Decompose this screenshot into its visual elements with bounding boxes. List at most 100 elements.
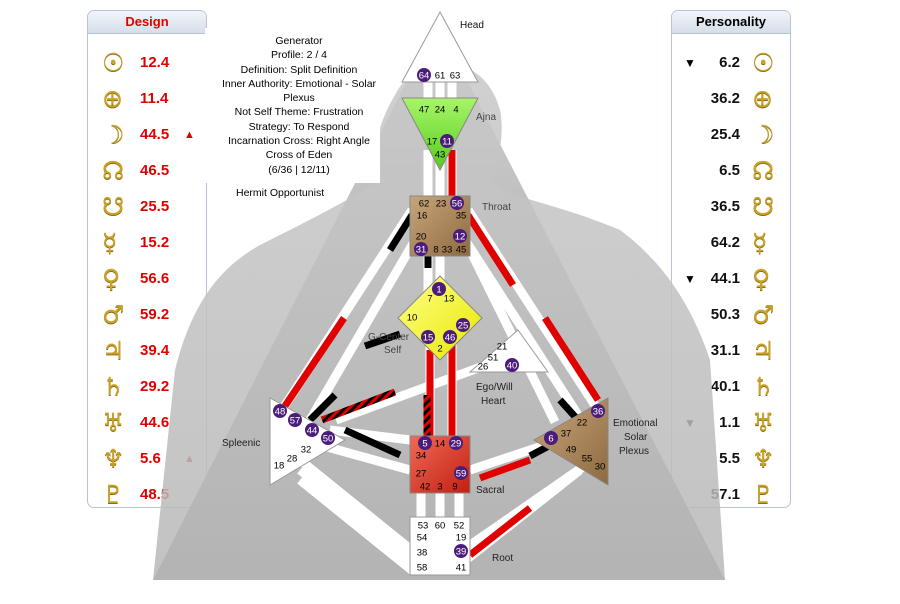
design-gate-value: 15.2 xyxy=(140,234,170,251)
earth-icon: ⊕ xyxy=(752,84,773,113)
design-row: ♆5.6▲ xyxy=(88,441,206,477)
gate-48: 48 xyxy=(275,407,286,418)
gate-20: 20 xyxy=(416,232,427,243)
gate-45: 45 xyxy=(456,245,467,256)
gate-activation-marker xyxy=(440,134,454,148)
gate-50: 50 xyxy=(323,434,334,445)
personality-gate-value: 44.1 xyxy=(710,270,740,287)
head-label: Head xyxy=(460,20,484,31)
gate-13: 13 xyxy=(444,294,455,305)
gate-39: 39 xyxy=(456,547,467,558)
root-label: Root xyxy=(492,553,513,564)
sun-icon: ☉ xyxy=(102,48,125,77)
chart-info-line: Plexus xyxy=(283,92,315,105)
gate-activation-marker xyxy=(450,196,464,210)
gate-25: 25 xyxy=(458,321,469,332)
gate-26: 26 xyxy=(478,362,489,373)
design-panel: Design ☉12.4⊕11.4☽44.5▲☊46.5☋25.5☿15.2♀5… xyxy=(87,10,207,508)
gate-32: 32 xyxy=(301,445,312,456)
gate-14: 14 xyxy=(435,439,446,450)
gate-61: 61 xyxy=(435,71,446,82)
design-row: ☊46.5 xyxy=(88,153,206,189)
chart-info-line: Not Self Theme: Frustration xyxy=(234,106,364,119)
gate-47: 47 xyxy=(419,105,430,116)
gate-16: 16 xyxy=(417,211,428,222)
north-node-icon: ☊ xyxy=(752,156,775,185)
jupiter-icon: ♃ xyxy=(752,336,775,365)
gate-40: 40 xyxy=(507,361,518,372)
personality-gate-value: 64.2 xyxy=(710,234,740,251)
gate-28: 28 xyxy=(287,454,298,465)
design-row: ♅44.6 xyxy=(88,405,206,441)
gate-23: 23 xyxy=(436,199,447,210)
gate-53: 53 xyxy=(418,521,429,532)
personality-row: ♀44.1▼ xyxy=(672,261,790,297)
design-row: ♂59.2 xyxy=(88,297,206,333)
design-row: ♃39.4 xyxy=(88,333,206,369)
personality-row: ☿64.2 xyxy=(672,225,790,261)
spleen-label: Spleenic xyxy=(222,438,260,449)
design-row: ♀56.6 xyxy=(88,261,206,297)
gate-37: 37 xyxy=(561,429,572,440)
personality-gate-value: 50.3 xyxy=(710,306,740,323)
chart-info-line: Generator xyxy=(275,35,323,47)
gate-41: 41 xyxy=(456,563,467,574)
design-row: ☿15.2 xyxy=(88,225,206,261)
gate-58: 58 xyxy=(417,563,428,574)
chart-info-line: Profile: 2 / 4 xyxy=(270,49,328,62)
venus-icon: ♀ xyxy=(752,264,771,293)
gate-46: 46 xyxy=(445,333,456,344)
pluto-icon: ♇ xyxy=(752,480,775,508)
gate-27: 27 xyxy=(416,469,427,480)
north-node-icon: ☊ xyxy=(102,156,125,185)
gate-51: 51 xyxy=(488,353,499,364)
gate-55: 55 xyxy=(582,454,593,465)
gate-36: 36 xyxy=(593,407,604,418)
mars-icon: ♂ xyxy=(102,300,125,329)
design-row: ☽44.5▲ xyxy=(88,117,206,153)
gate-44: 44 xyxy=(307,426,318,437)
design-gate-value: 12.4 xyxy=(140,54,170,71)
design-gate-value: 11.4 xyxy=(140,90,169,107)
gate-5: 5 xyxy=(422,439,427,450)
solar-label-1: Emotional xyxy=(613,418,657,429)
personality-gate-value: 6.5 xyxy=(719,162,740,179)
gate-activation-marker xyxy=(453,229,467,243)
gate-22: 22 xyxy=(577,418,588,429)
info-backdrop xyxy=(205,28,380,183)
ajna-label: Ajna xyxy=(476,112,496,123)
personality-gate-value: 1.1 xyxy=(719,414,740,431)
gate-2: 2 xyxy=(437,344,442,355)
gate-3: 3 xyxy=(437,482,442,493)
gate-59: 59 xyxy=(456,469,467,480)
gate-54: 54 xyxy=(417,533,428,544)
gate-activation-marker xyxy=(454,544,468,558)
chart-info-line: Incarnation Cross: Right Angle xyxy=(228,135,370,148)
personality-row: ♄40.1 xyxy=(672,369,790,405)
design-gate-value: 5.6 xyxy=(140,450,161,467)
personality-row: ☋36.5 xyxy=(672,189,790,225)
gate-12: 12 xyxy=(455,232,466,243)
gate-17: 17 xyxy=(427,137,438,148)
gate-activation-marker xyxy=(421,330,435,344)
personality-gate-value: 36.2 xyxy=(710,90,740,107)
design-row: ⊕11.4 xyxy=(88,81,206,117)
personality-gate-value: 40.1 xyxy=(710,378,740,395)
neptune-icon: ♆ xyxy=(102,444,125,473)
design-gate-value: 44.5 xyxy=(140,126,170,143)
gate-31: 31 xyxy=(416,245,427,256)
ego-label: Ego/Will xyxy=(476,382,513,393)
personality-row: ☽25.4 xyxy=(672,117,790,153)
personality-row: ☊ 6.5 xyxy=(672,153,790,189)
gate-24: 24 xyxy=(435,105,446,116)
variable-text: Hermit Opportunist xyxy=(236,187,325,199)
chart-info-line: Definition: Split Definition xyxy=(240,63,358,76)
gate-35: 35 xyxy=(456,211,467,222)
gate-activation-marker xyxy=(591,404,605,418)
gate-activation-marker xyxy=(454,466,468,480)
south-node-icon: ☋ xyxy=(102,192,125,221)
gate-activation-marker xyxy=(544,431,558,445)
gate-11: 11 xyxy=(442,137,452,148)
throat-label: Throat xyxy=(482,202,511,213)
